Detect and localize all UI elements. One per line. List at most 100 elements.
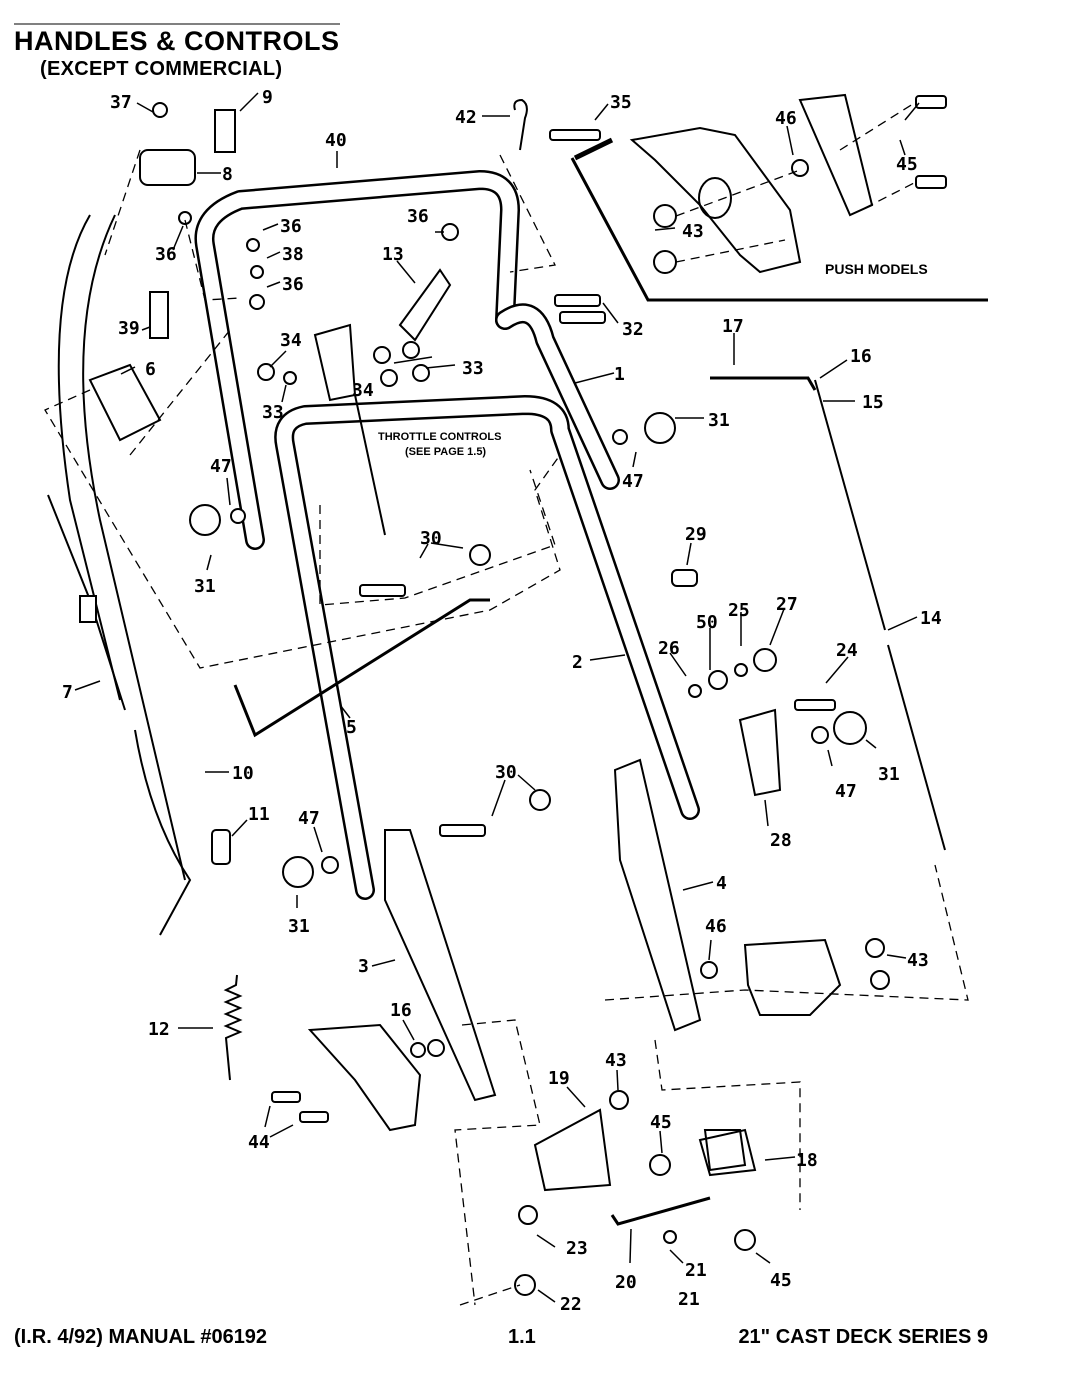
callout-40: 40 bbox=[325, 130, 347, 151]
callout-31: 31 bbox=[708, 410, 730, 431]
callout-leaders bbox=[74, 92, 920, 1303]
cable-sleeve bbox=[79, 595, 97, 623]
callout-3: 3 bbox=[358, 956, 369, 977]
callout-14: 14 bbox=[920, 608, 942, 629]
callout-17: 17 bbox=[722, 316, 744, 337]
rod-17 bbox=[710, 376, 817, 391]
page-title: HANDLES & CONTROLS bbox=[14, 26, 340, 56]
callout-30: 30 bbox=[495, 762, 517, 783]
cross-bar-5 bbox=[233, 598, 490, 738]
callout-45: 45 bbox=[896, 154, 918, 175]
callout-11: 11 bbox=[248, 804, 270, 825]
rod-20 bbox=[610, 1196, 711, 1226]
footer-page-number: 1.1 bbox=[508, 1326, 536, 1348]
throttle-note-line1: THROTTLE CONTROLS bbox=[378, 431, 501, 443]
upper-handle-40 bbox=[194, 170, 520, 550]
callout-45: 45 bbox=[770, 1270, 792, 1291]
callout-50: 50 bbox=[696, 612, 718, 633]
callout-46: 46 bbox=[705, 916, 727, 937]
part-13 bbox=[398, 268, 452, 342]
callout-13: 13 bbox=[382, 244, 404, 265]
callout-30: 30 bbox=[420, 528, 442, 549]
cable-7 bbox=[57, 214, 121, 701]
callout-36: 36 bbox=[155, 244, 177, 265]
throttle-assembly bbox=[313, 323, 357, 402]
callout-47: 47 bbox=[210, 456, 232, 477]
callout-39: 39 bbox=[118, 318, 140, 339]
callout-7: 7 bbox=[62, 682, 73, 703]
callout-16: 16 bbox=[850, 346, 872, 367]
callout-43: 43 bbox=[682, 221, 704, 242]
callout-18: 18 bbox=[796, 1150, 818, 1171]
cable-fitting-11 bbox=[211, 829, 231, 865]
spring-12 bbox=[223, 974, 243, 1081]
callout-31: 31 bbox=[878, 764, 900, 785]
callout-36: 36 bbox=[407, 206, 429, 227]
part-9 bbox=[214, 109, 236, 153]
callout-33: 33 bbox=[462, 358, 484, 379]
callout-25: 25 bbox=[728, 600, 750, 621]
callout-44: 44 bbox=[248, 1132, 270, 1153]
callout-34: 34 bbox=[352, 380, 374, 401]
callout-4: 4 bbox=[716, 873, 727, 894]
callout-8: 8 bbox=[222, 164, 233, 185]
callout-24: 24 bbox=[836, 640, 858, 661]
part-19-bracket bbox=[533, 1108, 612, 1192]
callout-1: 1 bbox=[614, 364, 625, 385]
hardware-items bbox=[152, 102, 890, 1296]
callout-28: 28 bbox=[770, 830, 792, 851]
part-42-clip bbox=[513, 98, 528, 151]
callout-16: 16 bbox=[390, 1000, 412, 1021]
callout-38: 38 bbox=[282, 244, 304, 265]
control-rod-14-lower bbox=[887, 644, 946, 851]
callout-43: 43 bbox=[605, 1050, 627, 1071]
callout-2: 2 bbox=[572, 652, 583, 673]
callout-15: 15 bbox=[862, 392, 884, 413]
callout-19: 19 bbox=[548, 1068, 570, 1089]
part-8 bbox=[139, 149, 196, 186]
push-models-inset bbox=[570, 93, 988, 302]
part-18-bracket bbox=[698, 1128, 757, 1177]
dashed-guides bbox=[44, 149, 969, 1306]
upper-handle-1 bbox=[495, 303, 620, 490]
callout-33: 33 bbox=[262, 402, 284, 423]
control-rod-14 bbox=[814, 379, 886, 631]
callout-37: 37 bbox=[110, 92, 132, 113]
callout-32: 32 bbox=[622, 319, 644, 340]
callout-34: 34 bbox=[280, 330, 302, 351]
callout-12: 12 bbox=[148, 1019, 170, 1040]
lower-control-plates bbox=[307, 938, 842, 1172]
callout-47: 47 bbox=[622, 471, 644, 492]
callout-46: 46 bbox=[775, 108, 797, 129]
part-6 bbox=[88, 363, 162, 442]
callout-47: 47 bbox=[298, 808, 320, 829]
bracket-28 bbox=[738, 708, 782, 797]
callout-21: 21 bbox=[678, 1289, 700, 1310]
callout-21: 21 bbox=[685, 1260, 707, 1281]
side-brackets bbox=[384, 758, 702, 1102]
callout-22: 22 bbox=[560, 1294, 582, 1315]
footer-series: 21" CAST DECK SERIES 9 bbox=[738, 1326, 988, 1348]
push-models-label: PUSH MODELS bbox=[825, 261, 928, 277]
callout-10: 10 bbox=[232, 763, 254, 784]
callout-47: 47 bbox=[835, 781, 857, 802]
callout-23: 23 bbox=[566, 1238, 588, 1259]
throttle-note-line2: (SEE PAGE 1.5) bbox=[405, 446, 486, 458]
callout-numbers: 37 9 8 36 36 38 36 39 6 40 42 35 46 45 4… bbox=[62, 87, 942, 1315]
lower-handles bbox=[274, 395, 700, 900]
part-39 bbox=[149, 291, 169, 339]
callout-9: 9 bbox=[262, 87, 273, 108]
callout-45: 45 bbox=[650, 1112, 672, 1133]
callout-42: 42 bbox=[455, 107, 477, 128]
footer-manual-id: (I.R. 4/92) MANUAL #06192 bbox=[14, 1326, 268, 1348]
callout-5: 5 bbox=[346, 717, 357, 738]
callout-20: 20 bbox=[615, 1272, 637, 1293]
page-subtitle: (EXCEPT COMMERCIAL) bbox=[40, 58, 283, 80]
callout-36: 36 bbox=[280, 216, 302, 237]
throttle-cable bbox=[354, 394, 386, 536]
callout-31: 31 bbox=[194, 576, 216, 597]
callout-26: 26 bbox=[658, 638, 680, 659]
callout-43: 43 bbox=[907, 950, 929, 971]
callout-31: 31 bbox=[288, 916, 310, 937]
